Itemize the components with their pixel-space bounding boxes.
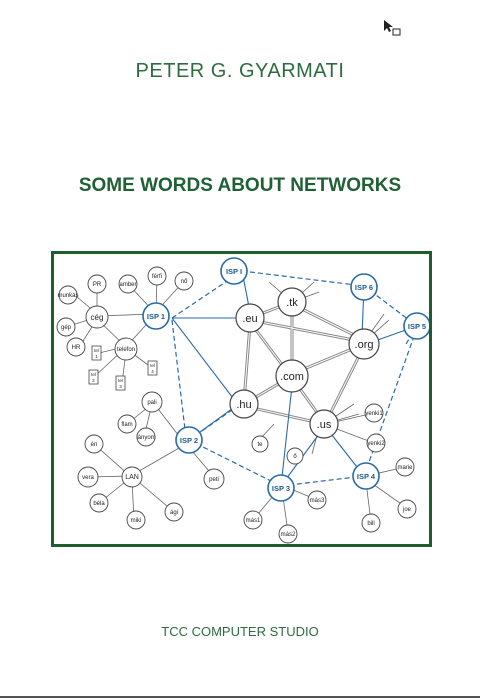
author-name: PETER G. GYARMATI [135,60,345,82]
domain-us: .us [317,419,332,431]
isp-1: ISP 1 [147,312,165,321]
svg-text:munkás: munkás [57,293,78,299]
isp-4: ISP 4 [357,472,376,481]
domain-hu: .hu [236,399,251,411]
svg-text:telefon: telefon [117,347,135,353]
svg-text:bill: bill [367,521,374,527]
domain-tk: .tk [286,297,298,309]
svg-text:más3: más3 [310,498,325,504]
svg-text:2: 2 [92,378,95,383]
isp-2: ISP 2 [180,436,198,445]
domain-org: .org [355,339,374,351]
svg-text:más1: más1 [246,518,261,524]
svg-text:tel: tel [118,378,123,383]
svg-text:flam: flam [121,422,132,428]
svg-text:yenki1: yenki1 [365,411,383,417]
svg-text:te: te [257,442,263,448]
svg-text:cég: cég [91,313,104,322]
book-title: SOME WORDS ABOUT NETWORKS [78,175,402,196]
svg-text:lányom: lányom [136,435,155,441]
svg-text:peti: peti [209,477,219,483]
svg-text:én: én [91,442,98,448]
svg-text:vera: vera [82,475,94,481]
domain-com: .com [280,371,304,383]
isp-5: ISP 5 [408,322,426,331]
publisher-name: TCC COMPUTER STUDIO [161,624,319,639]
svg-text:ági: ági [170,510,178,516]
isp-i: ISP I [226,267,242,276]
svg-text:ő: ő [293,454,297,460]
svg-text:béla: béla [93,501,105,507]
svg-text:4: 4 [151,369,154,374]
svg-text:HR: HR [72,345,81,351]
svg-text:amber: amber [119,282,136,288]
svg-text:1: 1 [95,354,98,359]
bottom-rule [0,696,480,698]
network-diagram: .eu .tk .org .com .hu .us ISP I ISP 1 IS… [56,257,429,544]
svg-text:marie: marie [397,465,413,471]
svg-text:más2: más2 [281,532,296,538]
svg-text:nő: nő [181,279,188,285]
svg-text:tel: tel [91,372,96,377]
svg-text:tel: tel [150,363,155,368]
svg-text:gép: gép [61,325,72,331]
svg-text:3: 3 [119,384,122,389]
domain-eu: .eu [242,313,257,325]
svg-text:joe: joe [402,507,412,513]
svg-text:tel: tel [94,348,99,353]
svg-text:LAN: LAN [125,474,139,481]
network-diagram-figure: .eu .tk .org .com .hu .us ISP I ISP 1 IS… [51,251,432,547]
isp-3: ISP 3 [272,484,290,493]
mouse-cursor-icon [384,20,401,36]
svg-text:pali: pali [147,400,156,406]
svg-text:miki: miki [131,518,142,524]
isp-6: ISP 6 [355,283,373,292]
svg-text:férfi: férfi [152,274,162,280]
svg-text:yenki2: yenki2 [367,441,385,447]
svg-text:PR: PR [93,282,102,288]
